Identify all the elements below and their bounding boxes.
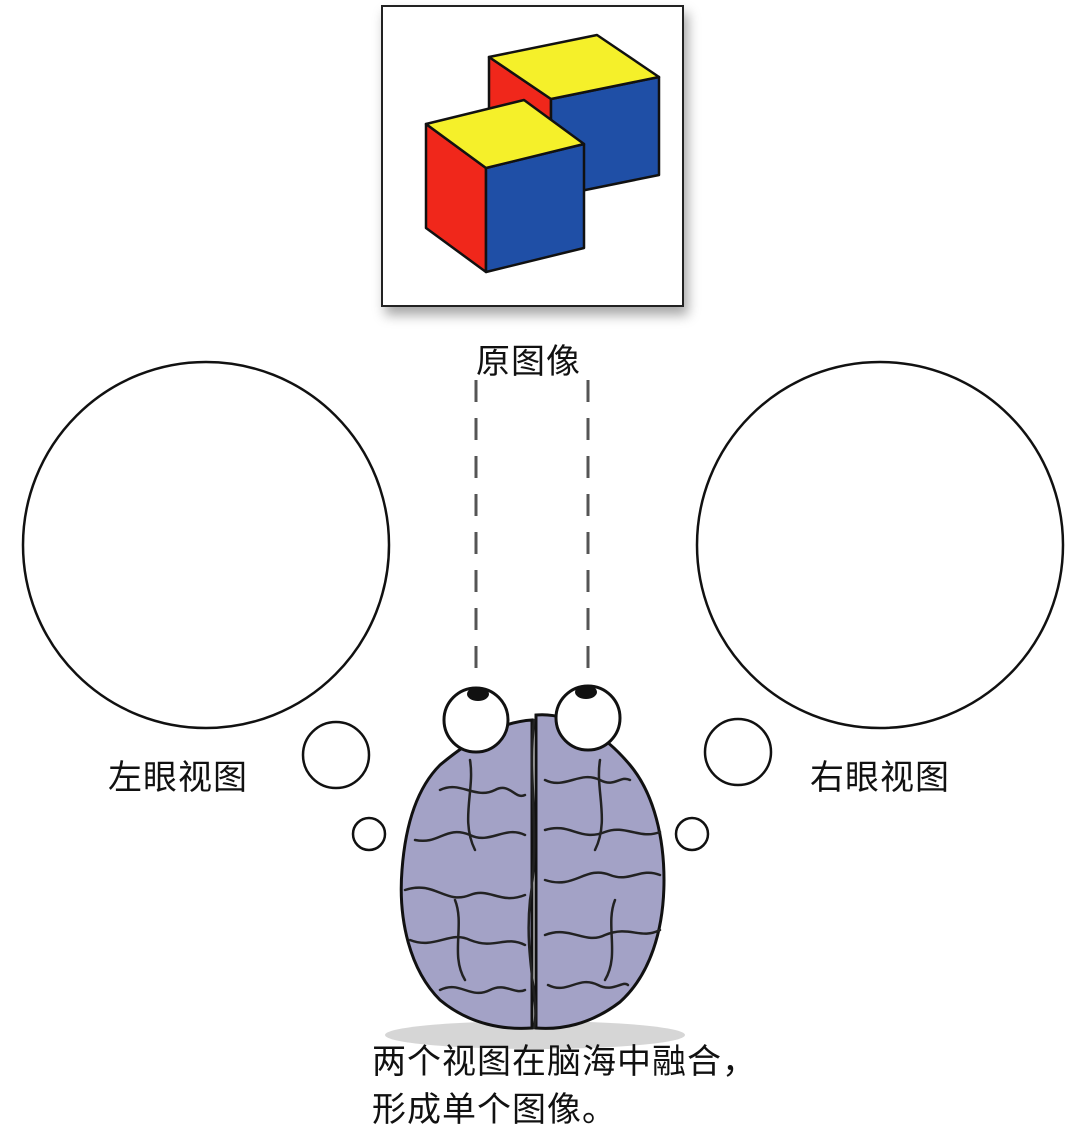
right-eye-view-label: 右眼视图 [810, 758, 950, 798]
right-bubble-medium [703, 717, 773, 787]
left-thought-bubble [21, 360, 391, 730]
original-back-cube-top-face [487, 33, 661, 101]
left-eye [442, 686, 510, 754]
caption-line-2: 形成单个图像。 [372, 1090, 617, 1130]
right-thought-bubble [695, 360, 1065, 730]
left-pupil [467, 687, 489, 701]
caption-line-1: 两个视图在脑海中融合， [372, 1042, 757, 1082]
original-image-label: 原图像 [476, 342, 581, 382]
left-bubble-small [351, 816, 387, 852]
brain [385, 713, 685, 1049]
left-bubble-medium [301, 720, 371, 790]
right-eye [554, 684, 622, 752]
right-pupil [575, 685, 597, 699]
left-eye-view-label: 左眼视图 [108, 758, 248, 798]
fusion-caption: 两个视图在脑海中融合， 形成单个图像。 [372, 1038, 757, 1134]
right-bubble-small [674, 816, 710, 852]
original-front-cube-top-face [424, 98, 586, 170]
